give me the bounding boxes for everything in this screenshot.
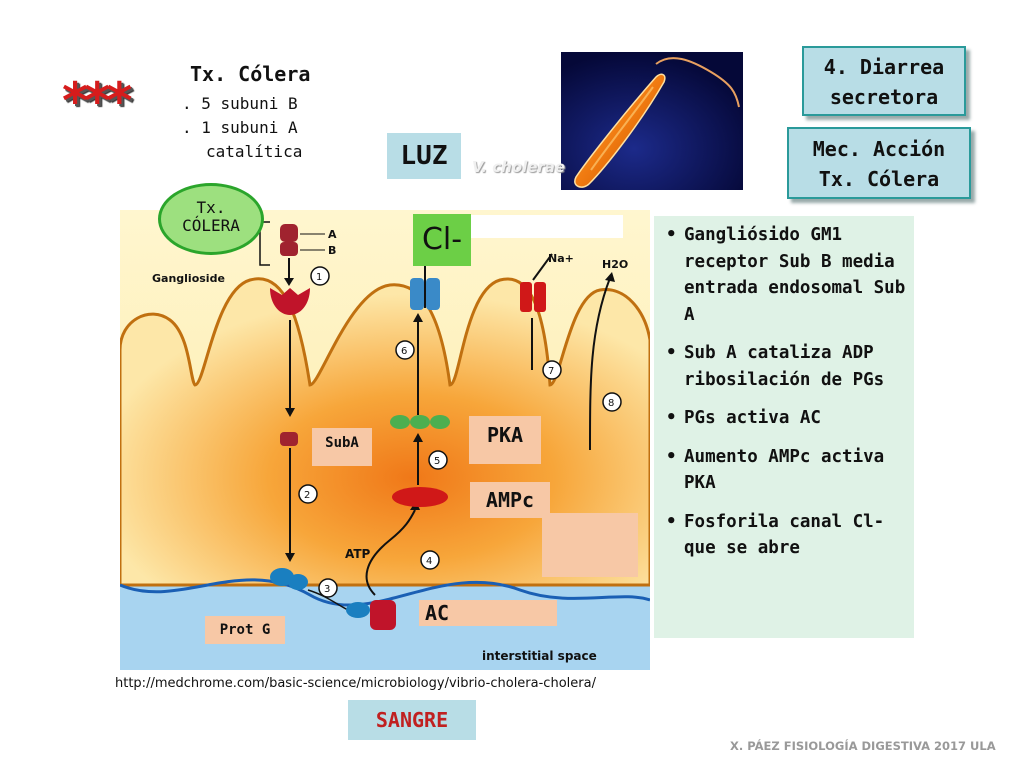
sodium-label: Na+ [548, 252, 574, 265]
mechanism-item-4: Aumento AMPc activa PKA [666, 444, 908, 497]
luz-label: LUZ [387, 133, 461, 179]
step-1-label: 1 [316, 272, 322, 283]
toxin-line-2: . 1 subuni A [182, 118, 298, 137]
mecanismo-accion-box: Mec. Acción Tx. Cólera [787, 127, 971, 199]
footer-credit: X. PÁEZ FISIOLOGÍA DIGESTIVA 2017 ULA [730, 739, 996, 753]
vibrio-cholerae-graphic [561, 52, 743, 190]
toxin-title: Tx. Cólera [190, 62, 311, 86]
stars-decoration: *** [62, 72, 132, 130]
cover-box-middle [542, 513, 638, 577]
mechanism-item-3: PGs activa AC [666, 405, 908, 432]
step-6-label: 6 [401, 346, 407, 357]
chloride-label: Cl- [413, 214, 471, 266]
mecanismo-line-1: Mec. Acción [812, 137, 946, 161]
cover-box-top [471, 215, 623, 238]
atp-label: ATP [345, 547, 371, 561]
mechanism-item-1: Gangliósido GM1 receptor Sub B media ent… [666, 222, 908, 328]
vibrio-cholerae-label: V. cholerae [472, 158, 566, 176]
interstitial-space-label: interstitial space [482, 649, 597, 663]
prot-g-label: Prot G [205, 616, 285, 644]
subunit-b-label: B [328, 244, 336, 257]
step-5-label: 5 [434, 456, 440, 467]
toxin-circle-line-2: CÓLERA [182, 216, 240, 235]
ganglioside-label: Ganglioside [152, 272, 225, 285]
step-8-label: 8 [608, 398, 614, 409]
mecanismo-line-2: Tx. Cólera [818, 167, 940, 191]
diarrea-secretora-box: 4. Diarrea secretora [802, 46, 966, 116]
source-url: http://medchrome.com/basic-science/micro… [115, 676, 596, 691]
step-2-label: 2 [304, 490, 310, 501]
diarrea-line-1: 4. Diarrea [823, 55, 945, 79]
pka-label: PKA [469, 416, 541, 464]
subunit-a-label: A [328, 228, 337, 241]
diarrea-line-2: secretora [829, 85, 939, 109]
mechanism-list: Gangliósido GM1 receptor Sub B media ent… [654, 216, 914, 562]
sangre-label: SANGRE [348, 700, 476, 740]
mechanism-info-box: Gangliósido GM1 receptor Sub B media ent… [654, 216, 914, 638]
suba-label: SubA [312, 428, 372, 466]
toxin-line-3: catalítica [206, 142, 303, 161]
mechanism-item-5: Fosforila canal Cl- que se abre [666, 509, 908, 562]
toxin-colera-circle: Tx. CÓLERA [158, 183, 264, 255]
enterocyte-illustration: Ganglioside A B 1 2 3 ATP [120, 210, 650, 670]
step-7-label: 7 [548, 366, 554, 377]
vibrio-cholerae-image [561, 52, 743, 190]
toxin-circle-line-1: Tx. [196, 198, 226, 217]
water-label: H2O [602, 258, 628, 271]
ac-label: AC [419, 600, 557, 626]
toxin-line-1: . 5 subuni B [182, 94, 298, 113]
step-4-label: 4 [426, 556, 432, 567]
step-3-label: 3 [324, 584, 330, 595]
cell-diagram: Ganglioside A B 1 2 3 ATP [120, 210, 650, 670]
mechanism-item-2: Sub A cataliza ADP ribosilación de PGs [666, 340, 908, 393]
ampc-label: AMPc [470, 482, 550, 518]
